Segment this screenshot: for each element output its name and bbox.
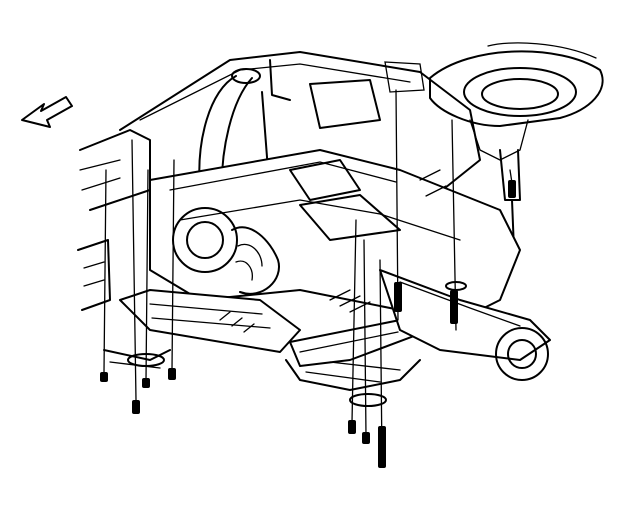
cradle-mounting-bolts — [100, 89, 516, 468]
strut-tower — [429, 42, 604, 251]
bolt-5 — [348, 219, 357, 434]
bolt-9 — [450, 119, 458, 331]
bolt-8 — [394, 89, 402, 321]
washer — [349, 393, 387, 407]
bolt-1 — [100, 169, 108, 382]
washer — [127, 353, 165, 367]
front-arrow-icon — [21, 96, 73, 128]
washer — [445, 281, 467, 291]
suspension-lower-control-arm — [103, 269, 551, 391]
bolt-3 — [142, 169, 150, 388]
engine-cradle — [149, 149, 521, 321]
bolt-4 — [168, 159, 176, 380]
bolt-6 — [362, 239, 370, 444]
bolt-7 — [378, 259, 386, 468]
detail-hatching — [219, 169, 447, 333]
bolt-10 — [508, 169, 516, 198]
bolt-2 — [131, 139, 140, 414]
